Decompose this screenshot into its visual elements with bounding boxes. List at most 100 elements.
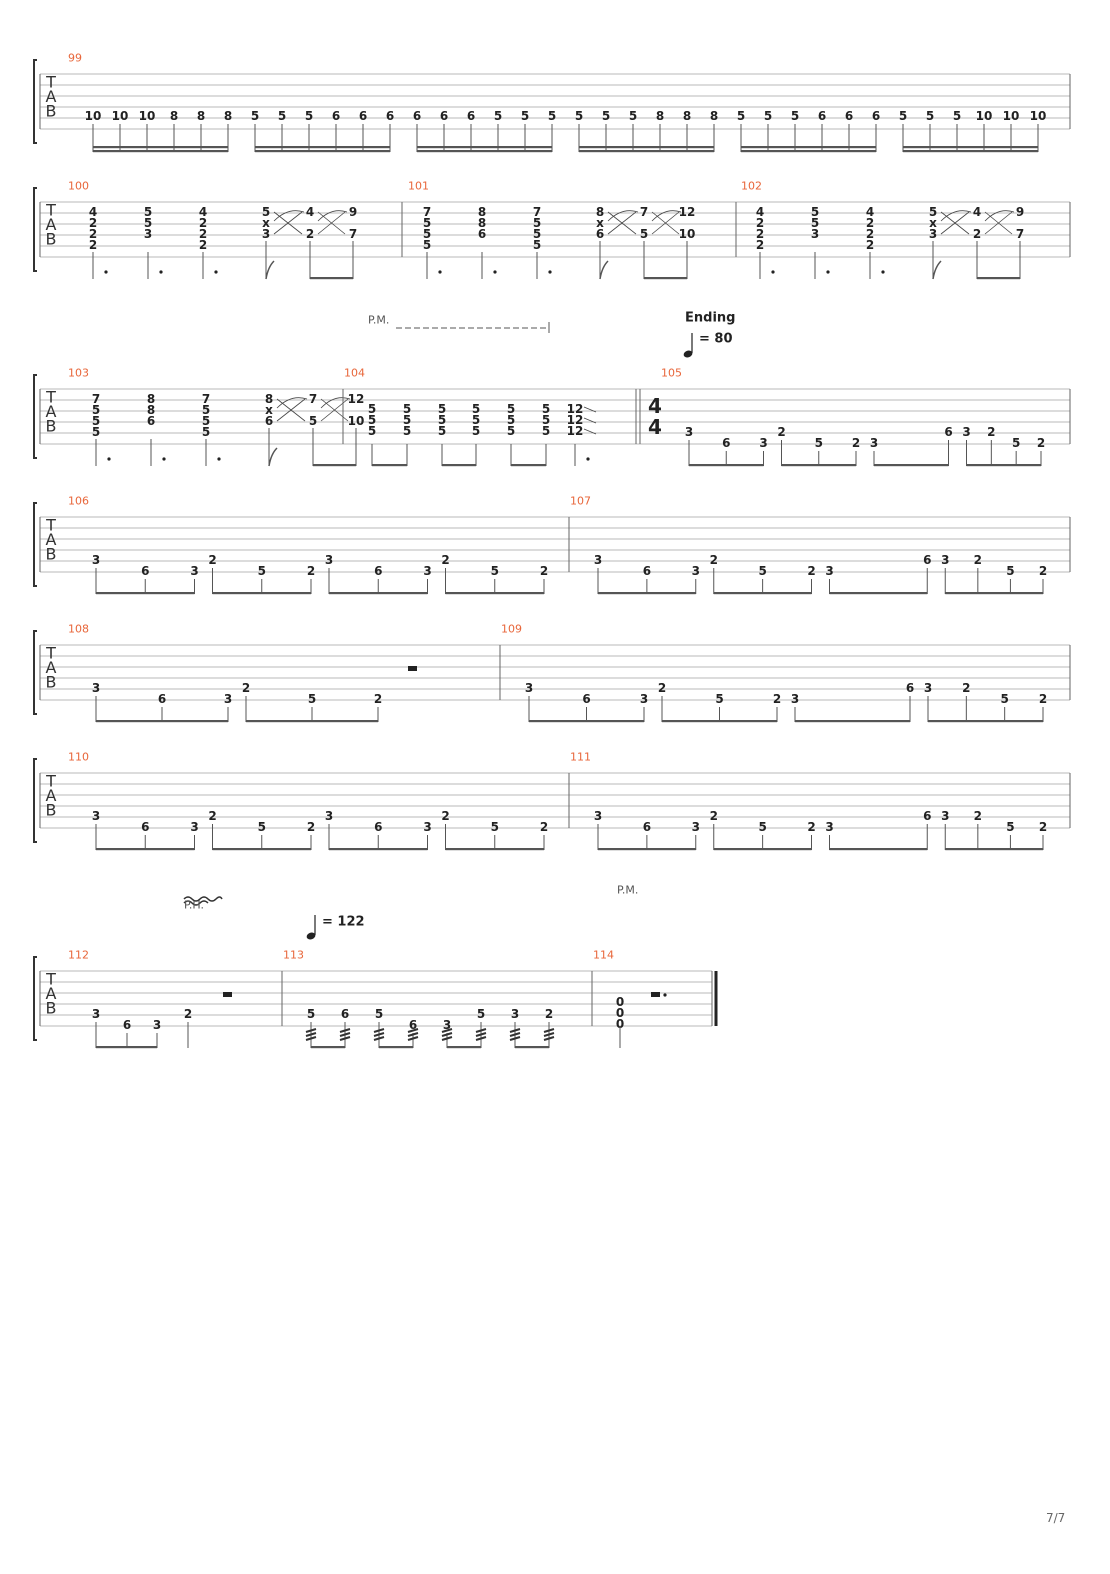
- duration-dot: [663, 993, 667, 997]
- fret-number: 5: [507, 413, 515, 427]
- fret-number: 5: [472, 413, 480, 427]
- measure-number: 112: [68, 949, 89, 962]
- fret-number: 5: [929, 205, 937, 219]
- fret-number: 2: [974, 809, 982, 823]
- tempo-marking: = 122: [322, 915, 365, 930]
- fret-number: 6: [845, 109, 853, 123]
- system-bracket: [33, 956, 37, 1041]
- fret-number: 3: [92, 809, 100, 823]
- note-beam: [417, 146, 552, 149]
- note-beam: [977, 277, 1020, 280]
- fret-number: 5: [423, 238, 431, 252]
- fret-number: 5: [403, 402, 411, 416]
- note-beam: [529, 720, 644, 723]
- fret-number: 6: [409, 1018, 417, 1032]
- fret-number: 2: [1039, 820, 1047, 834]
- fret-number: 10: [348, 414, 365, 428]
- fret-number: 8: [478, 216, 486, 230]
- note-beam: [966, 464, 1041, 467]
- note-flag: [932, 260, 942, 280]
- fret-number: 2: [962, 681, 970, 695]
- slur-arc: [317, 210, 348, 222]
- note-flag: [599, 260, 609, 280]
- tab-clef-letter: B: [46, 673, 57, 692]
- note-beam: [741, 146, 876, 149]
- fret-number: 6: [440, 109, 448, 123]
- fret-number: 2: [777, 425, 785, 439]
- fret-number: 3: [325, 553, 333, 567]
- measure-number: 104: [344, 367, 365, 380]
- note-flag: [268, 447, 278, 467]
- fret-number: 3: [811, 227, 819, 241]
- fret-number: 5: [491, 820, 499, 834]
- fret-number: 5: [640, 227, 648, 241]
- fret-number: 5: [548, 109, 556, 123]
- tremolo-slash: [475, 1028, 487, 1033]
- fret-number: 7: [309, 392, 317, 406]
- tempo-note-head: [683, 350, 693, 358]
- fret-number: 6: [906, 681, 914, 695]
- note-beam: [329, 592, 428, 595]
- note-beam: [945, 592, 1043, 595]
- fret-number: 3: [692, 820, 700, 834]
- fret-number: 2: [184, 1007, 192, 1021]
- tremolo-slash: [407, 1036, 419, 1041]
- tab-clef-letter: T: [45, 388, 56, 407]
- note-beam: [874, 464, 949, 467]
- fret-number: 6: [722, 436, 730, 450]
- fret-number: 5: [507, 424, 515, 438]
- fret-number: 6: [872, 109, 880, 123]
- fret-number: 2: [987, 425, 995, 439]
- fret-number: 2: [773, 692, 781, 706]
- fret-number: 7: [423, 205, 431, 219]
- duration-dot: [826, 270, 830, 274]
- fret-number: 8: [265, 392, 273, 406]
- note-beam: [795, 720, 910, 723]
- fret-number: 3: [511, 1007, 519, 1021]
- fret-number: 5: [533, 216, 541, 230]
- note-beam: [447, 1046, 481, 1049]
- fret-number: 10: [85, 109, 102, 123]
- fret-number: 5: [438, 413, 446, 427]
- fret-number: 6: [123, 1018, 131, 1032]
- note-beam: [741, 150, 876, 153]
- fret-number: 2: [540, 564, 548, 578]
- fret-number: 3: [224, 692, 232, 706]
- fret-number: 3: [525, 681, 533, 695]
- note-beam: [928, 720, 1043, 723]
- measure-number: 109: [501, 623, 522, 636]
- time-signature-top: 4: [648, 394, 662, 418]
- fret-number: 2: [540, 820, 548, 834]
- fret-number: 5: [1000, 692, 1008, 706]
- fret-number: 12: [348, 392, 365, 406]
- fret-number: 2: [89, 216, 97, 230]
- tab-clef-letter: B: [46, 545, 57, 564]
- fret-number: 10: [1003, 109, 1020, 123]
- section-marker: Ending: [685, 311, 735, 326]
- note-beam: [511, 464, 546, 467]
- fret-number: 3: [594, 553, 602, 567]
- tremolo-slash: [339, 1032, 351, 1037]
- fret-number: 5: [368, 424, 376, 438]
- fret-number: 2: [756, 227, 764, 241]
- fret-number: 3: [443, 1018, 451, 1032]
- half-rest: [408, 666, 417, 671]
- slide-line: [651, 211, 680, 235]
- note-beam: [212, 848, 311, 851]
- fret-number: 12: [567, 424, 584, 438]
- duration-dot: [217, 457, 221, 461]
- fret-number: 4: [756, 205, 764, 219]
- fret-number: 2: [710, 809, 718, 823]
- measure-number: 108: [68, 623, 89, 636]
- fret-number: 6: [341, 1007, 349, 1021]
- tab-clef-letter: T: [45, 772, 56, 791]
- tremolo-slash: [475, 1036, 487, 1041]
- duration-dot: [493, 270, 497, 274]
- fret-number: 6: [818, 109, 826, 123]
- fret-number: 5: [1006, 820, 1014, 834]
- fret-number: 3: [640, 692, 648, 706]
- fret-number: 7: [202, 392, 210, 406]
- fret-number: 2: [1039, 564, 1047, 578]
